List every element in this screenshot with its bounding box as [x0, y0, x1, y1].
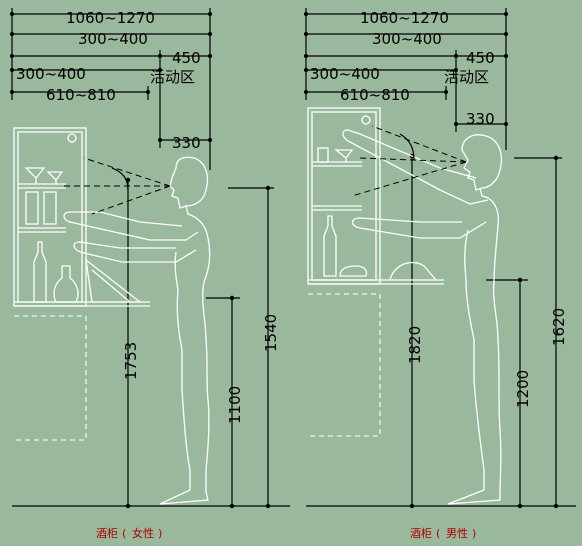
- left-dim-lower: 300~400: [16, 65, 86, 83]
- right-dim-lower: 300~400: [310, 65, 380, 83]
- left-caption-main: 酒柜: [96, 527, 118, 540]
- left-dim-upper: 300~400: [78, 30, 148, 48]
- left-sight-lines: [60, 157, 171, 215]
- left-caption-paren-open: (: [122, 527, 126, 540]
- left-height-shoulder: 1540: [262, 314, 280, 352]
- right-caption-paren-open: (: [436, 527, 440, 540]
- right-dim-zone-width: 450: [466, 49, 495, 67]
- right-panel: 1060~1270 300~400 450 活动区 300~400 610~81…: [304, 8, 576, 540]
- left-height-eye: 1753: [122, 342, 140, 380]
- left-caption: 酒柜 ( 女性 ): [96, 526, 162, 540]
- right-height-eye: 1820: [406, 326, 424, 364]
- right-height-shoulder: 1620: [550, 308, 568, 346]
- right-dim-reach: 610~810: [340, 86, 410, 104]
- left-caption-paren-close: ): [158, 527, 162, 540]
- right-wine-cabinet: [307, 107, 444, 437]
- left-dimension-lines: [10, 8, 212, 170]
- right-activity-zone-label: 活动区: [444, 68, 489, 86]
- left-dim-zone-width: 450: [172, 49, 201, 67]
- left-activity-zone-label: 活动区: [150, 68, 195, 86]
- right-dim-eye-offset: 330: [466, 110, 495, 128]
- right-dim-overall: 1060~1270: [360, 9, 449, 27]
- left-caption-sex: 女性: [132, 526, 154, 540]
- right-height-lines: [306, 153, 576, 509]
- right-person-figure: [342, 129, 503, 505]
- right-dim-upper: 300~400: [372, 30, 442, 48]
- right-caption: 酒柜 ( 男性 ): [410, 526, 476, 540]
- left-height-counter: 1100: [226, 386, 244, 424]
- right-caption-sex: 男性: [446, 526, 468, 540]
- right-caption-paren-close: ): [472, 527, 476, 540]
- right-dimension-lines: [304, 8, 508, 150]
- left-panel: 1060~1270 300~400 450 活动区 300~400 610~81…: [10, 8, 290, 540]
- left-person-figure: [63, 156, 211, 505]
- left-dim-overall: 1060~1270: [66, 9, 155, 27]
- right-caption-main: 酒柜: [410, 527, 432, 540]
- left-height-lines: [12, 177, 290, 509]
- left-dim-eye-offset: 330: [172, 134, 201, 152]
- left-wine-cabinet: [13, 127, 150, 441]
- right-height-counter: 1200: [514, 370, 532, 408]
- right-sight-lines: [351, 125, 467, 197]
- left-dim-reach: 610~810: [46, 86, 116, 104]
